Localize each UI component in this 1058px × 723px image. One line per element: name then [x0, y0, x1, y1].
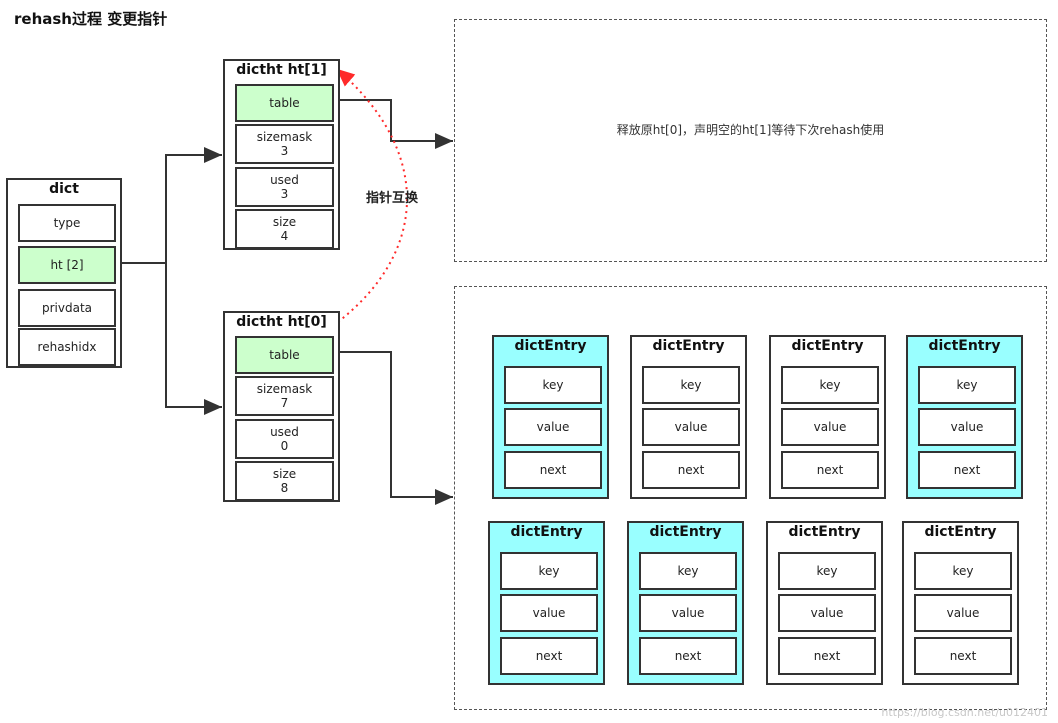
dict-entry-value: value	[639, 594, 737, 632]
dict-entry-title: dictEntry	[510, 524, 583, 540]
dict-entry: dictEntry key value next	[769, 335, 886, 499]
dict-entry-next: next	[504, 451, 602, 489]
dict-box: dict type ht [2] privdata rehashidx	[6, 178, 122, 368]
dict-field-rehashidx: rehashidx	[18, 328, 116, 366]
dict-field-ht: ht [2]	[18, 246, 116, 284]
dict-entry-title: dictEntry	[788, 524, 861, 540]
dict-field-type: type	[18, 204, 116, 242]
ht0-table-cell: table	[235, 336, 334, 374]
swap-arrow-curve	[320, 68, 408, 339]
dict-entry-key: key	[639, 552, 737, 590]
dict-entry-title: dictEntry	[791, 338, 864, 354]
dict-entry-title: dictEntry	[928, 338, 1001, 354]
dict-entry: dictEntry key value next	[627, 521, 744, 685]
dict-title: dict	[49, 181, 79, 197]
dict-to-ht1-line	[110, 147, 222, 264]
dict-entry-next: next	[778, 637, 876, 675]
dict-entry-value: value	[918, 408, 1016, 446]
dict-entry-next: next	[642, 451, 740, 489]
dict-entry-value: value	[504, 408, 602, 446]
dict-entry-next: next	[500, 637, 598, 675]
dict-entry-next: next	[918, 451, 1016, 489]
dict-entry-key: key	[500, 552, 598, 590]
dict-entry-key: key	[914, 552, 1012, 590]
dict-to-ht0-line	[165, 263, 222, 415]
ht0-title: dictht ht[0]	[236, 314, 327, 330]
diagram-title: rehash过程 变更指针	[14, 10, 168, 28]
dict-entry: dictEntry key value next	[902, 521, 1019, 685]
dict-entry-next: next	[781, 451, 879, 489]
dict-entry-title: dictEntry	[652, 338, 725, 354]
dict-entry-value: value	[781, 408, 879, 446]
dict-field-privdata: privdata	[18, 289, 116, 327]
dict-entry-next: next	[639, 637, 737, 675]
dict-entry-key: key	[918, 366, 1016, 404]
dict-entry: dictEntry key value next	[906, 335, 1023, 499]
dict-entry-title: dictEntry	[514, 338, 587, 354]
dict-entry: dictEntry key value next	[630, 335, 747, 499]
swap-label: 指针互换	[366, 191, 419, 206]
dict-entry-key: key	[504, 366, 602, 404]
dict-entry-title: dictEntry	[649, 524, 722, 540]
release-note: 释放原ht[0]，声明空的ht[1]等待下次rehash使用	[616, 123, 885, 137]
watermark: https://blog.csdn.net/u012401	[881, 706, 1048, 719]
dict-entry: dictEntry key value next	[488, 521, 605, 685]
dict-entry-next: next	[914, 637, 1012, 675]
ht1-table-line	[328, 99, 453, 149]
ht1-title: dictht ht[1]	[236, 62, 327, 78]
dict-entry-key: key	[642, 366, 740, 404]
dict-entry-value: value	[500, 594, 598, 632]
dict-entry-value: value	[914, 594, 1012, 632]
dict-entry-title: dictEntry	[924, 524, 997, 540]
dict-entry: dictEntry key value next	[766, 521, 883, 685]
ht0-table-line	[328, 351, 453, 505]
dict-entry-value: value	[642, 408, 740, 446]
released-area: 释放原ht[0]，声明空的ht[1]等待下次rehash使用	[454, 19, 1047, 262]
dict-entry-key: key	[778, 552, 876, 590]
dict-entry-value: value	[778, 594, 876, 632]
dict-entry-key: key	[781, 366, 879, 404]
ht1-table-cell: table	[235, 84, 334, 122]
dict-entry: dictEntry key value next	[492, 335, 609, 499]
